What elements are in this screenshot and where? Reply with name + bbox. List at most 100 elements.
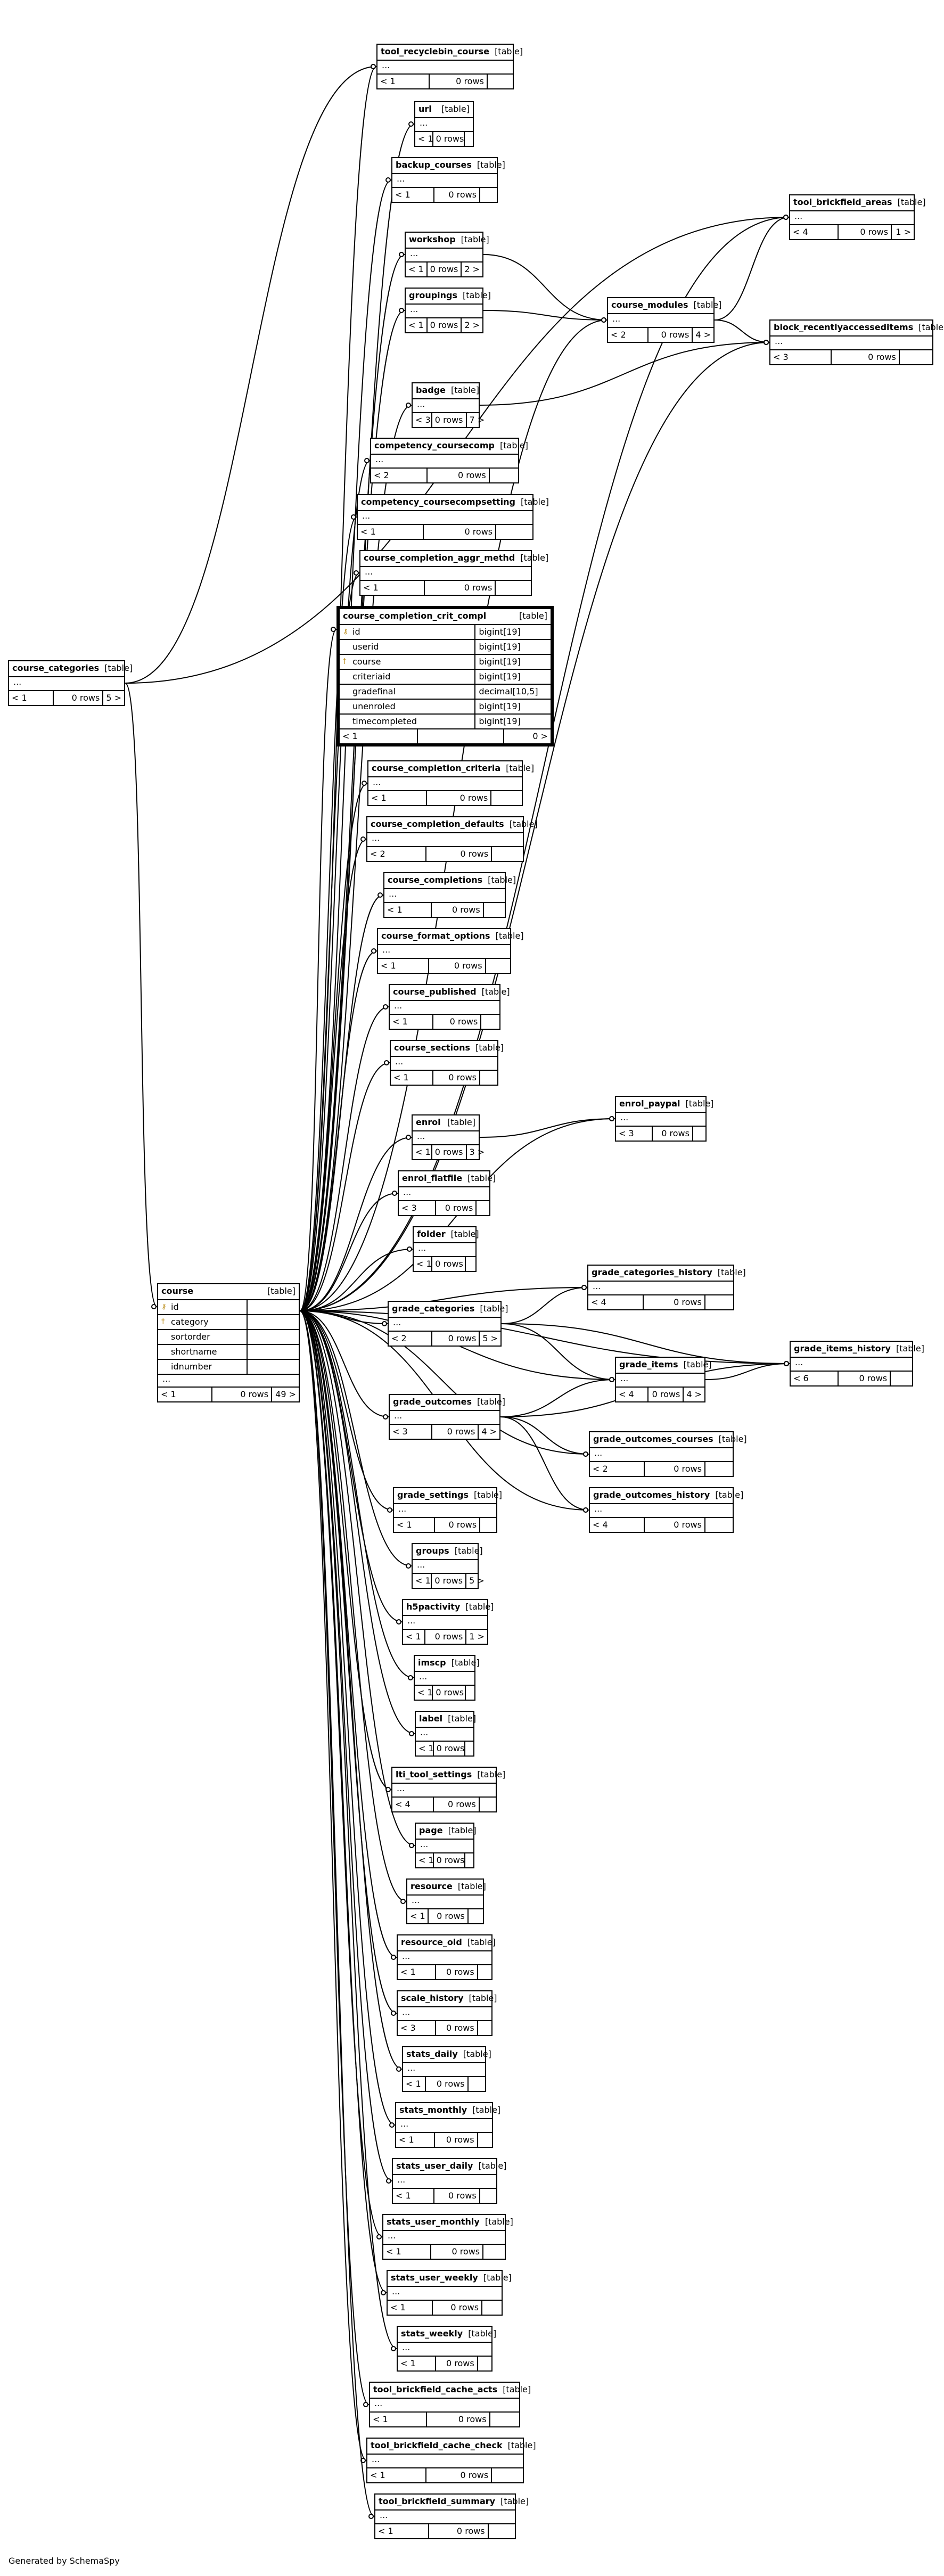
crowfoot-marker: [363, 2402, 368, 2407]
crowfoot-marker: [383, 1004, 388, 1010]
parents-count: < 6: [791, 1372, 839, 1385]
more-columns: ...: [403, 1616, 487, 1630]
children-count: 4 >: [695, 330, 711, 340]
more-columns: ...: [407, 1896, 483, 1909]
crowfoot-marker: [387, 1507, 392, 1513]
table-competency-coursecompsetting[interactable]: competency_coursecompsetting[table]...< …: [357, 494, 549, 540]
table-header: stats_weekly[table]: [398, 2327, 496, 2343]
table-name: stats_user_daily: [396, 2161, 473, 2171]
parents-count: < 3: [398, 2021, 436, 2035]
more-columns: ...: [406, 305, 482, 318]
row-count: 0 rows: [54, 691, 104, 705]
table-tool-brickfield-cache-check[interactable]: tool_brickfield_cache_check[table]...< 1…: [366, 2438, 536, 2483]
table-name: scale_history: [401, 1993, 464, 2003]
crowfoot-marker: [583, 1507, 588, 1513]
crowfoot-marker: [783, 215, 789, 220]
row-count: 0 rows: [645, 1518, 705, 1532]
table-type: [table]: [481, 987, 510, 997]
field-row: idnumber: [158, 1360, 299, 1375]
more-columns: ...: [416, 1840, 473, 1853]
table-block-recentlyaccesseditems[interactable]: block_recentlyaccesseditems[table]...< 3…: [769, 319, 944, 365]
table-name: page: [419, 1825, 443, 1835]
table-type: [table]: [469, 1993, 497, 2003]
table-type: [table]: [468, 2328, 497, 2339]
more-columns: ...: [390, 1411, 499, 1425]
field-name-text: id: [352, 627, 360, 637]
parents-count: < 1: [415, 132, 433, 146]
crowfoot-marker: [609, 1116, 614, 1121]
table-course-completion-aggr-methd[interactable]: course_completion_aggr_methd[table]...< …: [359, 550, 548, 596]
relation-line: [500, 1416, 589, 1455]
parents-count: < 1: [390, 1015, 434, 1029]
relation-line: [299, 1310, 392, 2181]
relation-line: [299, 1310, 388, 1324]
table-type: [table]: [457, 1881, 486, 1891]
relation-line: [299, 783, 368, 1311]
table-type: [table]: [463, 2049, 491, 2059]
more-columns: ...: [9, 677, 124, 691]
row-count: 0 rows: [433, 1071, 480, 1085]
table-header: course_categories[table]: [9, 661, 133, 677]
row-count: 0 rows: [644, 1295, 705, 1309]
more-columns: ...: [406, 249, 482, 262]
children-count: [483, 2245, 505, 2259]
row-count: 0 rows: [839, 1372, 891, 1385]
crowfoot-marker: [151, 1304, 157, 1309]
more-columns: ...: [616, 1374, 704, 1388]
